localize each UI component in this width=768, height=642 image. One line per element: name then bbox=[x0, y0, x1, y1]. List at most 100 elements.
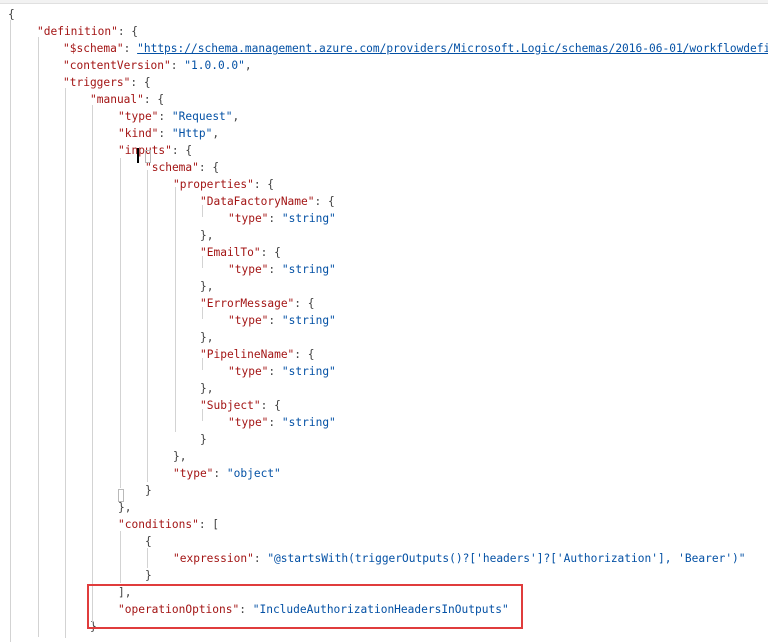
json-string-value: "string" bbox=[281, 365, 336, 378]
code-line[interactable]: }, bbox=[200, 380, 213, 397]
code-line[interactable]: "schema": { bbox=[145, 159, 219, 176]
json-string-value: "Request" bbox=[171, 110, 233, 123]
code-line[interactable]: "kind": "Http", bbox=[118, 125, 219, 142]
json-key: "PipelineName" bbox=[200, 348, 295, 361]
code-line[interactable]: "ErrorMessage": { bbox=[200, 295, 315, 312]
json-string-value: "object" bbox=[226, 467, 281, 480]
indent-guide-line bbox=[202, 358, 203, 370]
editor-top-border bbox=[0, 0, 768, 4]
code-line[interactable]: "definition": { bbox=[37, 23, 138, 40]
json-punctuation: : { bbox=[260, 399, 281, 412]
code-line[interactable]: }, bbox=[200, 227, 213, 244]
json-string-value: "Http" bbox=[171, 127, 213, 140]
json-key: "EmailTo" bbox=[200, 246, 261, 259]
json-punctuation: : [ bbox=[198, 518, 220, 531]
code-line[interactable]: }, bbox=[200, 329, 213, 346]
json-punctuation: : bbox=[268, 263, 282, 276]
code-line[interactable]: } bbox=[145, 482, 152, 499]
json-punctuation: ], bbox=[118, 586, 132, 599]
json-key: "type" bbox=[173, 467, 214, 480]
json-punctuation: } bbox=[200, 433, 207, 446]
code-line[interactable]: }, bbox=[118, 499, 131, 516]
code-line[interactable]: "type": "string" bbox=[228, 210, 336, 227]
bracket-match-open bbox=[145, 150, 151, 163]
code-line[interactable]: "conditions": [ bbox=[118, 516, 219, 533]
code-line[interactable]: "type": "Request", bbox=[118, 108, 239, 125]
json-punctuation: : bbox=[158, 110, 172, 123]
code-line[interactable]: "expression": "@startsWith(triggerOutput… bbox=[173, 550, 746, 567]
code-line[interactable]: "$schema": "https://schema.management.az… bbox=[63, 40, 768, 57]
json-punctuation: , bbox=[244, 59, 252, 72]
json-punctuation: : bbox=[213, 467, 227, 480]
json-key: "definition" bbox=[37, 25, 118, 38]
code-line[interactable]: { bbox=[8, 6, 15, 23]
code-line[interactable]: "contentVersion": "1.0.0.0", bbox=[63, 57, 252, 74]
indent-guide-line bbox=[202, 307, 203, 319]
code-line[interactable]: } bbox=[90, 618, 97, 635]
json-punctuation: }, bbox=[200, 331, 214, 344]
code-line[interactable]: "PipelineName": { bbox=[200, 346, 315, 363]
json-string-value: "@startsWith(triggerOutputs()?['headers'… bbox=[267, 552, 746, 565]
code-line[interactable]: } bbox=[145, 567, 152, 584]
json-string-value: "https://schema.management.azure.com/pro… bbox=[137, 42, 768, 55]
indent-guide-line bbox=[202, 256, 203, 268]
indent-guide-line bbox=[147, 548, 148, 568]
json-key: "properties" bbox=[173, 178, 254, 191]
code-line[interactable]: } bbox=[200, 431, 207, 448]
json-key: "schema" bbox=[145, 161, 199, 174]
json-punctuation: } bbox=[90, 620, 97, 633]
indent-guide-line bbox=[65, 88, 66, 638]
json-punctuation: : { bbox=[198, 161, 220, 174]
json-key: "triggers" bbox=[63, 76, 131, 89]
json-key: "Subject" bbox=[200, 399, 261, 412]
code-line[interactable]: "DataFactoryName": { bbox=[200, 193, 335, 210]
json-punctuation: }, bbox=[173, 450, 187, 463]
json-key: "type" bbox=[118, 110, 159, 123]
json-punctuation: { bbox=[145, 535, 152, 548]
json-punctuation: }, bbox=[200, 382, 214, 395]
indent-guide-line bbox=[120, 158, 121, 488]
json-string-value: "string" bbox=[281, 314, 336, 327]
json-key: "manual" bbox=[90, 93, 144, 106]
code-line[interactable]: "type": "string" bbox=[228, 261, 336, 278]
json-key: "contentVersion" bbox=[63, 59, 171, 72]
code-line[interactable]: { bbox=[145, 533, 152, 550]
code-line[interactable]: "properties": { bbox=[173, 176, 274, 193]
json-key: "type" bbox=[228, 263, 269, 276]
indent-guide-line bbox=[202, 409, 203, 421]
code-line[interactable]: "triggers": { bbox=[63, 74, 151, 91]
json-key: "inputs" bbox=[118, 144, 172, 157]
indent-guide-line bbox=[120, 531, 121, 583]
json-punctuation: : { bbox=[253, 178, 275, 191]
code-line[interactable]: "EmailTo": { bbox=[200, 244, 281, 261]
json-punctuation: : bbox=[239, 603, 253, 616]
json-punctuation: : { bbox=[314, 195, 335, 208]
json-punctuation: : bbox=[253, 552, 268, 565]
code-line[interactable]: "manual": { bbox=[90, 91, 164, 108]
code-line[interactable]: "Subject": { bbox=[200, 397, 281, 414]
indent-guide-line bbox=[10, 20, 11, 642]
code-line[interactable]: "type": "string" bbox=[228, 363, 336, 380]
json-punctuation: : { bbox=[171, 144, 193, 157]
code-line[interactable]: "type": "string" bbox=[228, 312, 336, 329]
code-line[interactable]: "type": "object" bbox=[173, 465, 281, 482]
json-punctuation: : bbox=[170, 59, 185, 72]
json-punctuation: } bbox=[145, 484, 152, 497]
code-line[interactable]: "type": "string" bbox=[228, 414, 336, 431]
json-punctuation: : { bbox=[143, 93, 165, 106]
json-punctuation: { bbox=[8, 8, 15, 21]
code-line[interactable]: }, bbox=[200, 278, 213, 295]
json-punctuation: : bbox=[158, 127, 172, 140]
indent-guide-line bbox=[202, 205, 203, 217]
json-punctuation: : bbox=[123, 42, 138, 55]
bracket-match-close bbox=[118, 489, 124, 502]
json-key: "ErrorMessage" bbox=[200, 297, 295, 310]
code-line[interactable]: "operationOptions": "IncludeAuthorizatio… bbox=[118, 601, 509, 618]
json-string-value: "string" bbox=[281, 416, 336, 429]
code-line[interactable]: ], bbox=[118, 584, 131, 601]
code-line[interactable]: }, bbox=[173, 448, 186, 465]
code-line[interactable]: "inputs": { bbox=[118, 142, 192, 159]
json-punctuation: }, bbox=[200, 229, 214, 242]
json-punctuation: : bbox=[268, 416, 282, 429]
